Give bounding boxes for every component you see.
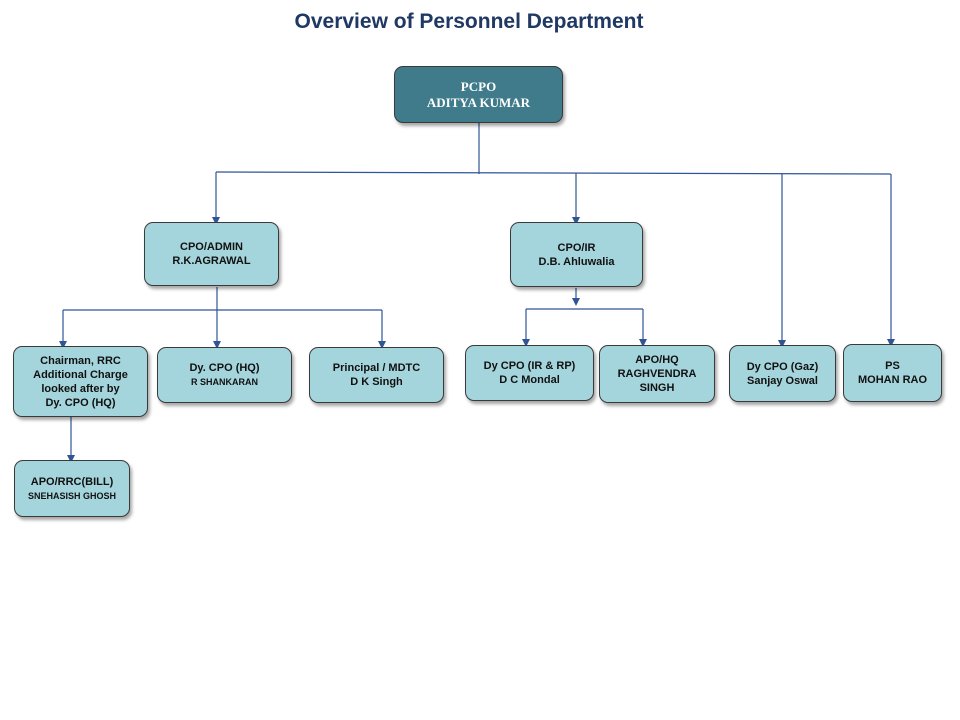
node-apo-hq: APO/HQ RAGHVENDRA SINGH: [599, 345, 715, 403]
node-role: Dy CPO (IR & RP): [483, 360, 576, 372]
node-person: D K Singh: [350, 376, 403, 388]
node-chairman-rrc: Chairman, RRC Additional Charge looked a…: [13, 346, 148, 417]
node-person: Sanjay Oswal: [747, 374, 818, 387]
node-dy-cpo-gaz: Dy CPO (Gaz) Sanjay Oswal: [729, 345, 836, 402]
node-cpo-ir: CPO/IR D.B. Ahluwalia: [510, 222, 643, 287]
node-apo-rrc-bill: APO/RRC(BILL) SNEHASISH GHOSH: [14, 460, 130, 517]
node-role: Dy CPO (Gaz): [746, 360, 819, 373]
node-text-line: Chairman, RRC: [40, 354, 121, 367]
node-text-line: looked after by: [41, 382, 120, 395]
node-role: CPO/IR: [557, 241, 596, 254]
node-person: R.K.AGRAWAL: [172, 255, 251, 267]
node-person: RAGHVENDRA: [617, 368, 697, 380]
node-role: Principal / MDTC: [332, 362, 421, 374]
node-dy-cpo-ir-rp: Dy CPO (IR & RP) D C Mondal: [465, 345, 594, 401]
node-ps: PS MOHAN RAO: [843, 344, 942, 402]
node-person: D C Mondal: [499, 374, 560, 386]
node-pcpo: PCPO ADITYA KUMAR: [394, 66, 563, 123]
page-title: Overview of Personnel Department: [294, 10, 644, 33]
node-person: SINGH: [639, 382, 675, 394]
node-role: PS: [885, 360, 900, 372]
node-person: ADITYA KUMAR: [426, 94, 531, 110]
node-dy-cpo-hq: Dy. CPO (HQ) R SHANKARAN: [157, 347, 292, 403]
connector-level1-bus: [215, 171, 892, 175]
node-role: APO/RRC(BILL): [30, 475, 114, 488]
node-person: D.B. Ahluwalia: [538, 255, 615, 268]
node-text-line: Dy. CPO (HQ): [45, 396, 116, 409]
node-text-line: Additional Charge: [33, 368, 128, 381]
node-person: SNEHASISH GHOSH: [27, 490, 116, 501]
node-person: MOHAN RAO: [857, 374, 928, 386]
node-role: PCPO: [460, 78, 497, 94]
node-cpo-admin: CPO/ADMIN R.K.AGRAWAL: [144, 222, 279, 286]
node-person: R SHANKARAN: [191, 377, 258, 387]
node-principal-mdtc: Principal / MDTC D K Singh: [309, 347, 444, 403]
node-role: Dy. CPO (HQ): [189, 362, 260, 374]
node-role: CPO/ADMIN: [180, 241, 243, 253]
node-role: APO/HQ: [635, 354, 679, 366]
